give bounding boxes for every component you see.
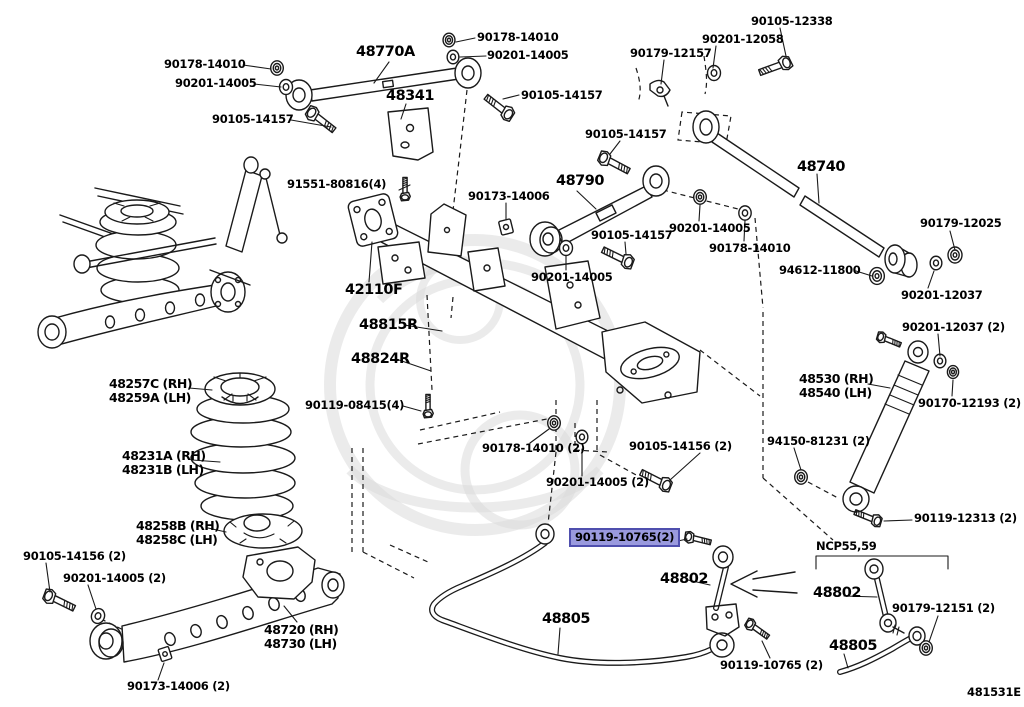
lateral-rod-48770A bbox=[286, 58, 481, 110]
part-label: 48802 bbox=[813, 585, 861, 601]
part-label: 91551-80816(4) bbox=[287, 177, 387, 191]
part-label: 48258C (LH) bbox=[136, 532, 218, 547]
rod-48740 bbox=[693, 111, 917, 277]
part-label: 48259A (LH) bbox=[109, 390, 191, 405]
part-label: 90201-12058 bbox=[702, 32, 784, 46]
part-label: 90105-14157 bbox=[585, 127, 667, 141]
stabilizer-bar-48805 bbox=[432, 524, 734, 663]
part-label: 48231A (RH) bbox=[122, 448, 206, 463]
part-label: 90178-14010 bbox=[164, 57, 246, 71]
stabilizer-link-48802-left bbox=[706, 546, 739, 636]
part-label: 90201-14005 bbox=[531, 270, 613, 284]
spring-seat-48258B bbox=[224, 514, 302, 548]
part-label: 90119-12313 (2) bbox=[914, 511, 1017, 525]
diagram-code: 481531E bbox=[967, 685, 1021, 699]
part-label: 90173-14006 bbox=[468, 189, 550, 203]
part-label: 90201-12037 bbox=[901, 288, 983, 302]
axle-beam-42110F bbox=[347, 193, 700, 403]
part-label: 48540 (LH) bbox=[799, 385, 872, 400]
part-label: 48790 bbox=[556, 173, 604, 189]
part-label: 90201-14005 bbox=[487, 48, 569, 62]
part-label: 90105-14157 bbox=[521, 88, 603, 102]
stabilizer-bar-48805-right bbox=[840, 627, 925, 672]
rod-48790 bbox=[530, 166, 669, 256]
part-label: 90179-12157 bbox=[630, 46, 712, 60]
bracket-48341 bbox=[388, 108, 433, 160]
part-label: 90178-14010 bbox=[709, 241, 791, 255]
part-label: 90170-12193 (2) bbox=[918, 396, 1021, 410]
trailing-arm-48720 bbox=[90, 547, 344, 662]
assembled-axle-view bbox=[38, 157, 287, 348]
highlighted-part-label[interactable]: 90119-10765(2) bbox=[569, 528, 681, 548]
part-label: 48805 bbox=[829, 638, 877, 654]
part-label: 90173-14006 (2) bbox=[127, 679, 230, 693]
arrow-icon bbox=[731, 571, 797, 597]
part-label: 48740 bbox=[797, 159, 845, 175]
part-label: 90201-14005 (2) bbox=[546, 475, 649, 489]
part-label: 48802 bbox=[660, 571, 708, 587]
part-label: 90105-14157 bbox=[591, 228, 673, 242]
part-label: 90105-12338 bbox=[751, 14, 833, 28]
leader-lines bbox=[46, 28, 955, 680]
clamp-90179-12157 bbox=[650, 80, 670, 106]
part-label: 90119-08415(4) bbox=[305, 398, 405, 412]
stabilizer-link-48802-right bbox=[865, 559, 904, 635]
part-label: 90105-14156 (2) bbox=[23, 549, 126, 563]
part-label: 48770A bbox=[356, 44, 415, 60]
part-label: 90178-14010 bbox=[477, 30, 559, 44]
fasteners bbox=[40, 32, 963, 663]
part-label: 90201-14005 bbox=[175, 76, 257, 90]
part-label: 90105-14156 (2) bbox=[629, 439, 732, 453]
part-label: 90201-12037 (2) bbox=[902, 320, 1005, 334]
part-label: 90178-14010 (2) bbox=[482, 441, 585, 455]
shock-absorber-48530 bbox=[843, 341, 929, 512]
part-label: 90201-14005 bbox=[669, 221, 751, 235]
part-label: 90179-12151 (2) bbox=[892, 601, 995, 615]
part-label: 90179-12025 bbox=[920, 216, 1002, 230]
part-label: 48815R bbox=[359, 317, 418, 333]
part-label: 94612-11800 bbox=[779, 263, 861, 277]
part-label: 90105-14157 bbox=[212, 112, 294, 126]
part-label: 48341 bbox=[386, 88, 434, 104]
part-label: 48257C (RH) bbox=[109, 376, 193, 391]
part-label: 48530 (RH) bbox=[799, 371, 874, 386]
part-label: 90119-10765 (2) bbox=[720, 658, 823, 672]
part-label: 48231B (LH) bbox=[122, 462, 204, 477]
part-label: 94150-81231 (2) bbox=[767, 434, 870, 448]
part-label: 48720 (RH) bbox=[264, 622, 339, 637]
model-note: NCP55,59 bbox=[816, 539, 877, 553]
part-label: 90201-14005 (2) bbox=[63, 571, 166, 585]
part-label: 48730 (LH) bbox=[264, 636, 337, 651]
part-label: 48805 bbox=[542, 611, 590, 627]
part-label: 48824R bbox=[351, 351, 410, 367]
part-label: 42110F bbox=[345, 282, 403, 298]
part-label: 48258B (RH) bbox=[136, 518, 220, 533]
model-note-bracket bbox=[816, 556, 948, 569]
